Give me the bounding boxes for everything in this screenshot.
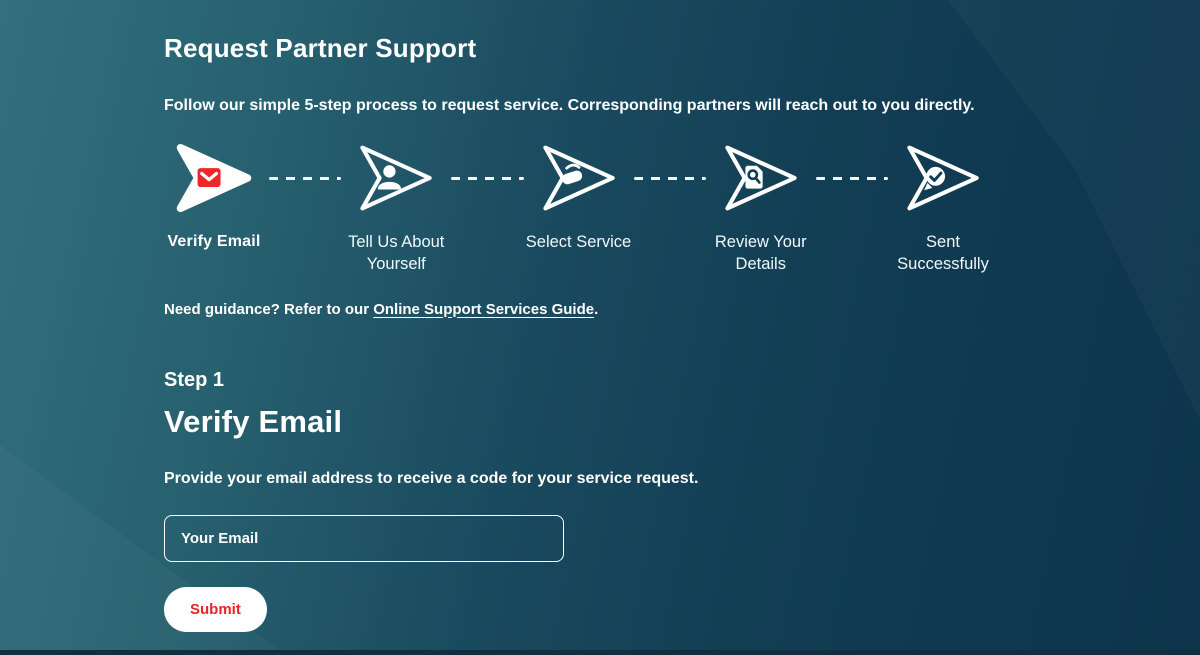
- document-search-send-icon: [725, 145, 797, 211]
- step-3-select-service: [534, 137, 624, 219]
- step-connector-dashed-line: [451, 176, 524, 180]
- step-number-label: Step 1: [164, 368, 225, 391]
- bottom-edge-strip: [0, 650, 1200, 655]
- step-label-tell-us-about-yourself: Tell Us About Yourself: [348, 233, 445, 274]
- request-partner-support-panel: Request Partner Support Follow our simpl…: [164, 33, 1040, 632]
- guidance-suffix: .: [594, 300, 599, 318]
- check-bubble-send-icon: [907, 145, 979, 211]
- section-heading: Verify Email: [164, 403, 343, 439]
- step-label-verify-email: Verify Email: [167, 233, 261, 250]
- service-hand-send-icon: [542, 145, 615, 211]
- step-connector-dashed-line: [815, 176, 888, 180]
- step-label-select-service: Select Service: [525, 233, 632, 251]
- page-title: Request Partner Support: [164, 33, 477, 63]
- step-2-tell-us-about-yourself: [351, 137, 441, 219]
- email-input[interactable]: [164, 514, 564, 562]
- mail-send-icon: [176, 143, 252, 213]
- online-support-services-guide-link[interactable]: Online Support Services Guide: [373, 300, 595, 318]
- guidance-prefix: Need guidance? Refer to our: [164, 300, 374, 318]
- step-connector-dashed-line: [633, 176, 706, 180]
- person-send-icon: [360, 145, 432, 211]
- step-5-sent-successfully: [898, 137, 988, 219]
- guidance-text: Need guidance? Refer to our Online Suppo…: [164, 301, 1040, 318]
- step-label-sent-successfully: Sent Successfully: [897, 233, 989, 274]
- step-progress-indicator: Verify Email Tell Us About Yourself Sele…: [167, 137, 989, 276]
- step-connector-dashed-line: [269, 176, 342, 180]
- step-1-verify-email: [169, 137, 259, 219]
- step-label-review-your-details: Review Your Details: [714, 233, 807, 274]
- submit-button[interactable]: Submit: [164, 586, 267, 632]
- section-description: Provide your email address to receive a …: [164, 469, 699, 487]
- step-4-review-your-details: [716, 137, 806, 219]
- page-subtitle: Follow our simple 5-step process to requ…: [164, 97, 975, 114]
